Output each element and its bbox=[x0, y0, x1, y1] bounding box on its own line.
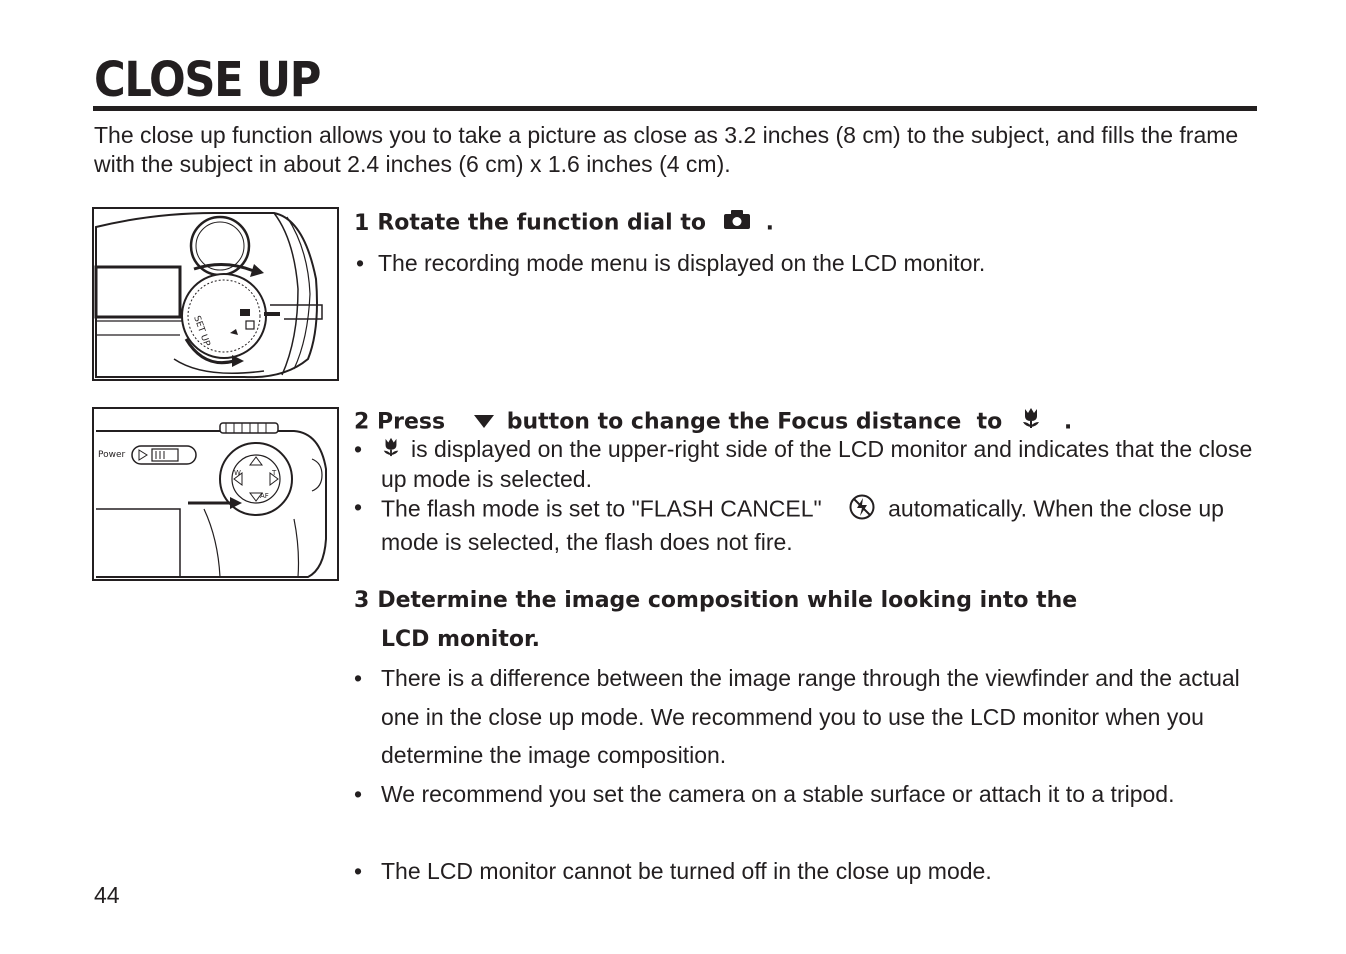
step-1-bullet-1: • The recording mode menu is displayed on… bbox=[356, 249, 1256, 278]
af-label: AF bbox=[260, 492, 269, 500]
intro-paragraph: The close up function allows you to take… bbox=[94, 122, 1239, 177]
w-label: W bbox=[234, 469, 241, 477]
step-2-bullet-2-before: The flash mode is set to "FLASH CANCEL" bbox=[381, 495, 822, 522]
power-label: Power bbox=[98, 450, 126, 460]
step-1-heading-period: . bbox=[765, 210, 775, 236]
step-2-bullet-1: • is displayed on the upper-right side o… bbox=[354, 435, 1254, 494]
bullet-dot: • bbox=[356, 250, 365, 276]
step-2-heading-press: Press bbox=[376, 409, 446, 435]
step-3-bullet-1-text: There is a difference between the image … bbox=[381, 665, 1240, 768]
step-2-bullet-2: • The flash mode is set to "FLASH CANCEL… bbox=[354, 493, 1254, 557]
step-2-bullet-1-body: is displayed on the upper-right side of … bbox=[354, 435, 1254, 494]
bullet-dot: • bbox=[354, 494, 363, 520]
step-3-number: 3 bbox=[354, 588, 370, 613]
tulip-macro-icon bbox=[1020, 406, 1042, 439]
down-triangle-icon bbox=[473, 408, 495, 438]
step-1-number: 1 bbox=[354, 210, 370, 236]
step-3-heading-text-2: LCD monitor. bbox=[381, 627, 541, 652]
bullet-dot: • bbox=[354, 665, 363, 691]
step-1-bullet-1-text: The recording mode menu is displayed on … bbox=[378, 250, 986, 276]
step-2-number: 2 bbox=[354, 409, 370, 435]
camera-icon bbox=[722, 208, 752, 239]
step-3-bullet-1: • There is a difference between the image… bbox=[354, 659, 1244, 775]
t-label: T bbox=[271, 469, 277, 477]
step-2-heading: 2 Press button to change the Focus dista… bbox=[354, 406, 1072, 439]
step-2-bullet-2-after: automatically. When the close up mode is… bbox=[381, 495, 1224, 555]
bullet-dot: • bbox=[354, 436, 363, 462]
step-2-heading-middle: button to change the Focus distance to bbox=[506, 409, 1003, 435]
step-3-bullet-2-text: We recommend you set the camera on a sta… bbox=[381, 781, 1175, 807]
step-3-heading-line-1: 3 Determine the image composition while l… bbox=[354, 586, 1077, 616]
step-3-heading-text-1: Determine the image composition while lo… bbox=[377, 588, 1078, 613]
step-2-heading-period: . bbox=[1063, 409, 1073, 435]
bullet-dot: • bbox=[354, 858, 363, 884]
bullet-dot: • bbox=[354, 781, 363, 807]
step-2-bullet-2-body: The flash mode is set to "FLASH CANCEL" … bbox=[354, 493, 1254, 557]
step-1-heading-text: Rotate the function dial to bbox=[377, 210, 706, 236]
step-2-bullet-1-text: is displayed on the upper-right side of … bbox=[381, 436, 1253, 493]
function-dial-figure: SET UP bbox=[92, 207, 339, 381]
camera-back-figure: Power W T AF bbox=[92, 407, 339, 581]
camera-back-illustration: Power W T AF bbox=[96, 422, 327, 578]
flash-cancel-icon bbox=[848, 493, 876, 528]
step-1-heading: 1 Rotate the function dial to . bbox=[354, 208, 774, 239]
page-title: CLOSE UP bbox=[94, 52, 321, 108]
title-rule bbox=[93, 106, 1257, 111]
camera-top-illustration: SET UP bbox=[94, 212, 323, 379]
step-3-bullet-2: • We recommend you set the camera on a st… bbox=[354, 775, 1244, 814]
page-number: 44 bbox=[94, 882, 120, 908]
tulip-macro-icon bbox=[381, 436, 401, 465]
step-3-heading-line-2: LCD monitor. bbox=[381, 625, 540, 655]
step-3-bullet-3-text: The LCD monitor cannot be turned off in … bbox=[381, 858, 992, 884]
step-3-bullet-3: • The LCD monitor cannot be turned off in… bbox=[354, 852, 1244, 891]
